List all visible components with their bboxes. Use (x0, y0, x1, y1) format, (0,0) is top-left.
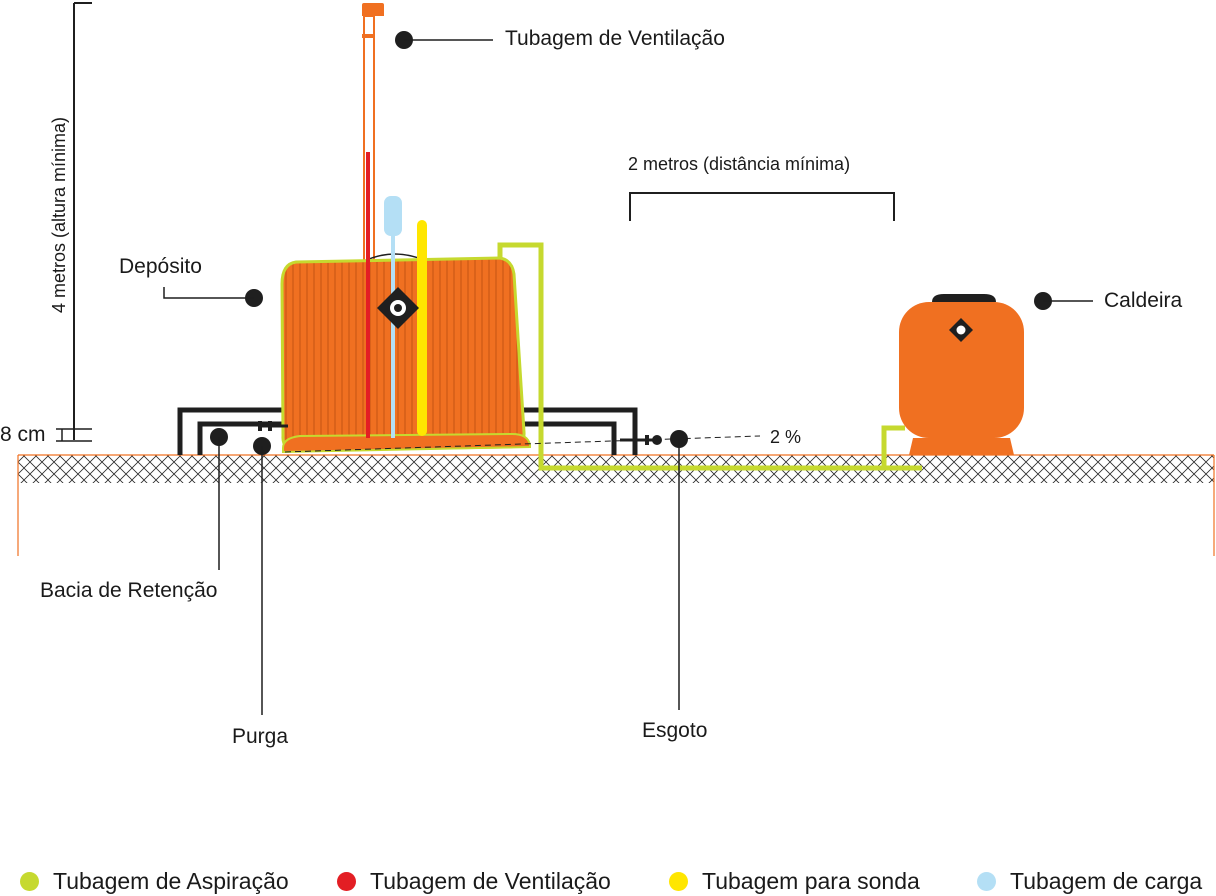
legend-label: Tubagem de Ventilação (370, 867, 611, 894)
probe-color-dot (669, 871, 688, 891)
legend-label: Tubagem de carga (1010, 867, 1203, 894)
legend-item-suction: Tubagem de Aspiração (20, 868, 289, 894)
purge-label: Purga (232, 725, 289, 748)
slope-label: 2 % (770, 427, 802, 447)
distance-dimension-label: 2 metros (distância mínima) (628, 154, 851, 174)
deposit-label: Depósito (119, 255, 202, 278)
distance-dimension-bracket (629, 192, 895, 221)
legend-item-vent: Tubagem de Ventilação (337, 868, 611, 894)
boiler-label: Caldeira (1104, 289, 1183, 312)
deposit-tank (280, 152, 531, 454)
legend: Tubagem de Aspiração Tubagem de Ventilaç… (0, 862, 1216, 896)
purge-valve (258, 421, 288, 431)
cm8-marker (56, 428, 92, 442)
legend-item-probe: Tubagem para sonda (669, 868, 920, 894)
height-dimension-bracket (73, 2, 92, 440)
suction-color-dot (20, 871, 39, 891)
cm8-label: 8 cm (0, 423, 46, 446)
legend-label: Tubagem para sonda (702, 867, 920, 894)
legend-label: Tubagem de Aspiração (53, 867, 289, 894)
legend-item-fill: Tubagem de carga (977, 868, 1202, 894)
suction-pipe (497, 242, 922, 471)
boiler (899, 294, 1024, 455)
fill-color-dot (977, 871, 996, 891)
height-dimension-label: 4 metros (altura mínima) (49, 116, 69, 313)
vent-pipe-outer (362, 3, 384, 262)
vent-color-dot (337, 871, 356, 891)
deposit-logo (377, 287, 419, 329)
basin-label: Bacia de Retenção (40, 579, 218, 602)
drain-label: Esgoto (642, 719, 708, 742)
vent-pipe-label: Tubagem de Ventilação (505, 27, 725, 50)
callouts (163, 31, 1093, 715)
